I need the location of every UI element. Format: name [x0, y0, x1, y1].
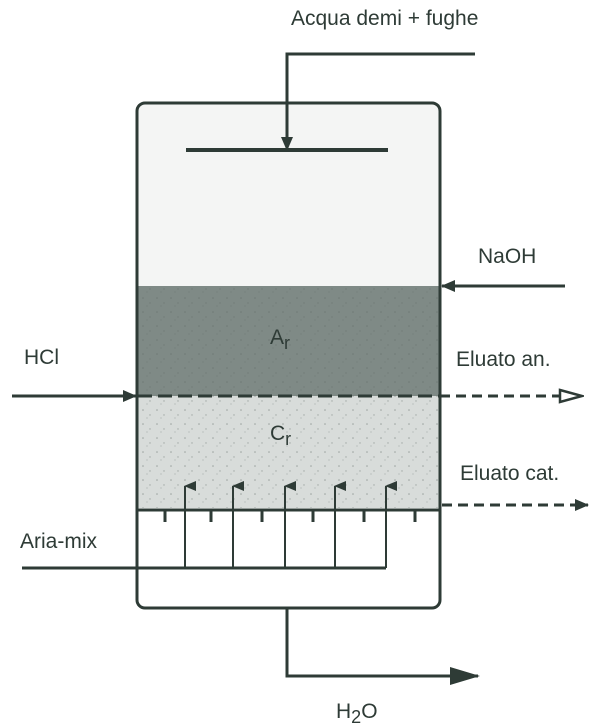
label-naoh: NaOH — [478, 245, 536, 268]
water-zone — [138, 104, 440, 286]
cation-resin-texture — [138, 396, 440, 508]
label-h2o: H2O — [336, 700, 378, 727]
label-eluato-cat: Eluato cat. — [460, 462, 559, 485]
distributor-nozzles — [163, 510, 417, 522]
label-aria-mix: Aria-mix — [20, 530, 97, 553]
air-mix-risers — [184, 481, 397, 568]
label-eluato-an: Eluato an. — [456, 348, 551, 371]
top-inlet-pipe — [281, 52, 475, 151]
label-inlet-top: Acqua demi + fughe — [291, 7, 478, 30]
label-hcl: HCl — [24, 346, 59, 369]
water-outlet-pipe — [285, 608, 480, 685]
label-anion-resin: Ar — [270, 326, 290, 353]
label-cation-resin: Cr — [270, 422, 291, 449]
anion-resin-texture — [138, 286, 440, 396]
